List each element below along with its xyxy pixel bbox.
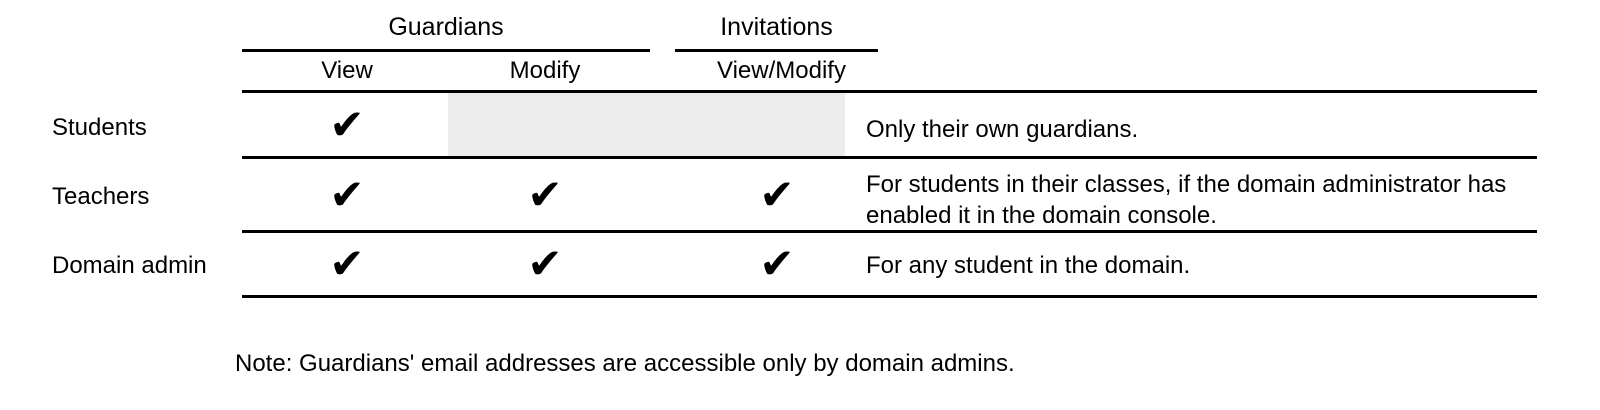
column-header-view: View bbox=[321, 57, 373, 84]
row-label-students: Students bbox=[52, 114, 147, 141]
column-header-view-modify: View/Modify bbox=[717, 57, 846, 84]
disabled-cells-shade bbox=[448, 93, 845, 156]
row-label-teachers: Teachers bbox=[52, 183, 150, 210]
row-note-teachers: For students in their classes, if the do… bbox=[866, 171, 1507, 229]
check-icon: ✔ bbox=[527, 239, 563, 288]
row-note-domain-admin: For any student in the domain. bbox=[866, 252, 1191, 279]
column-header-modify: Modify bbox=[509, 57, 581, 84]
table-footnote: Note: Guardians' email addresses are acc… bbox=[235, 350, 1015, 377]
row-note-students: Only their own guardians. bbox=[866, 116, 1139, 143]
row-separator bbox=[242, 156, 1537, 159]
header-bottom-rule bbox=[242, 90, 1537, 93]
row-separator bbox=[242, 230, 1537, 233]
invitations-underline bbox=[675, 49, 878, 52]
check-icon: ✔ bbox=[527, 170, 563, 219]
check-icon: ✔ bbox=[329, 170, 365, 219]
guardians-underline bbox=[242, 49, 650, 52]
check-icon: ✔ bbox=[759, 170, 795, 219]
column-group-invitations: Invitations bbox=[720, 13, 833, 41]
check-icon: ✔ bbox=[759, 239, 795, 288]
check-icon: ✔ bbox=[329, 239, 365, 288]
row-label-domain-admin: Domain admin bbox=[52, 252, 207, 279]
check-icon: ✔ bbox=[329, 100, 365, 149]
table-bottom-rule bbox=[242, 295, 1537, 298]
column-group-guardians: Guardians bbox=[388, 13, 504, 41]
